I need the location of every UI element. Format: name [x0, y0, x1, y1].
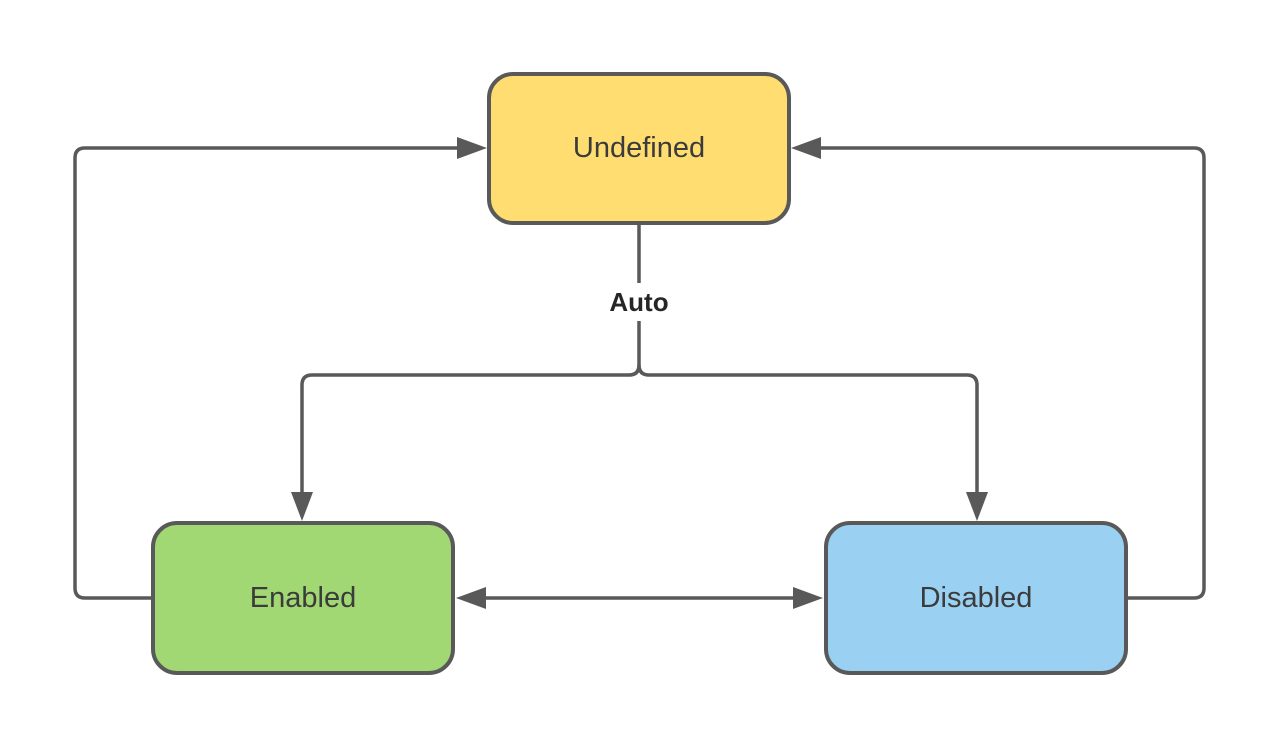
edge-enabled-to-undefined: [73, 146, 458, 600]
node-enabled-label: Enabled: [250, 582, 356, 614]
arrowhead-icon: [793, 587, 823, 609]
edge-label-auto: Auto: [609, 287, 668, 317]
edge-undefined-to-disabled: [637, 364, 979, 493]
arrowhead-icon: [457, 137, 487, 159]
edge-undefined-to-enabled: [300, 223, 641, 493]
arrowhead-icon: [791, 137, 821, 159]
edge-disabled-to-undefined: [821, 146, 1206, 600]
edge-label-background: [597, 283, 681, 321]
arrowhead-icon: [966, 492, 988, 521]
node-enabled: [151, 521, 455, 675]
node-disabled-label: Disabled: [920, 582, 1033, 614]
arrowhead-icon: [291, 492, 313, 521]
arrowhead-icon: [456, 587, 486, 609]
node-disabled: [824, 521, 1128, 675]
node-undefined-label: Undefined: [573, 132, 705, 164]
node-undefined: [487, 72, 791, 225]
